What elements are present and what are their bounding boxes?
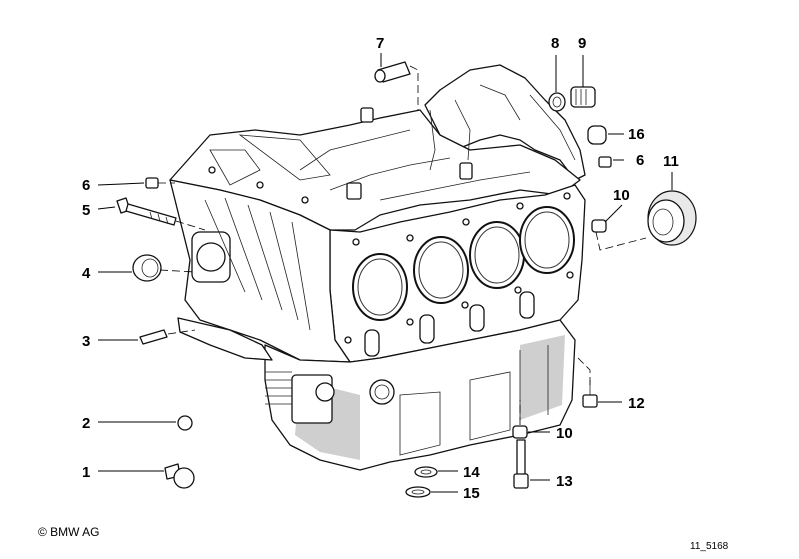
part-6-nut-left: [145, 177, 159, 189]
callout-15: 15: [463, 485, 480, 502]
part-10-dowel-upper: [591, 219, 607, 233]
part-8-ring: [548, 92, 566, 112]
callout-10-upper: 10: [613, 187, 630, 204]
callout-11: 11: [663, 153, 679, 170]
callout-7: 7: [376, 35, 384, 52]
part-11-shaft-seal: [647, 190, 697, 246]
callout-6-right: 6: [636, 152, 644, 169]
callout-13: 13: [556, 473, 573, 490]
callout-1: 1: [82, 464, 90, 481]
part-13-bolt: [513, 439, 529, 489]
callout-16: 16: [628, 126, 645, 143]
part-6-nut-right: [598, 156, 612, 168]
callout-3: 3: [82, 333, 90, 350]
part-2-plug: [177, 415, 193, 431]
callout-5: 5: [82, 202, 90, 219]
callout-4: 4: [82, 265, 91, 282]
callout-6-left: 6: [82, 177, 90, 194]
assembly-lines: [158, 65, 647, 425]
part-1-plug-bolt: [164, 463, 195, 489]
callout-2: 2: [82, 415, 90, 432]
diagram-reference-number: 11_5168: [690, 541, 729, 552]
callout-12: 12: [628, 395, 645, 412]
part-16-bushing: [587, 125, 607, 145]
part-9-bearing: [570, 86, 596, 108]
callout-9: 9: [578, 35, 586, 52]
part-14-washer: [414, 466, 438, 478]
part-5-bolt: [116, 197, 177, 226]
part-4-seal: [132, 254, 162, 282]
copyright-notice: © BMW AG: [38, 525, 100, 539]
part-7-sleeve: [374, 61, 411, 83]
engine-block: [169, 64, 586, 471]
callout-10-lower: 10: [556, 425, 573, 442]
leader-lines: [97, 53, 673, 493]
callout-14: 14: [463, 464, 480, 481]
callout-labels: 1 2 3 4 5 6 7 8 9 16 6 11 10 12 10 13 14…: [82, 35, 679, 502]
callout-8: 8: [551, 35, 559, 52]
part-10-dowel-lower: [512, 425, 528, 439]
part-15-seal-ring: [405, 486, 431, 498]
part-3-dowel: [139, 329, 168, 345]
